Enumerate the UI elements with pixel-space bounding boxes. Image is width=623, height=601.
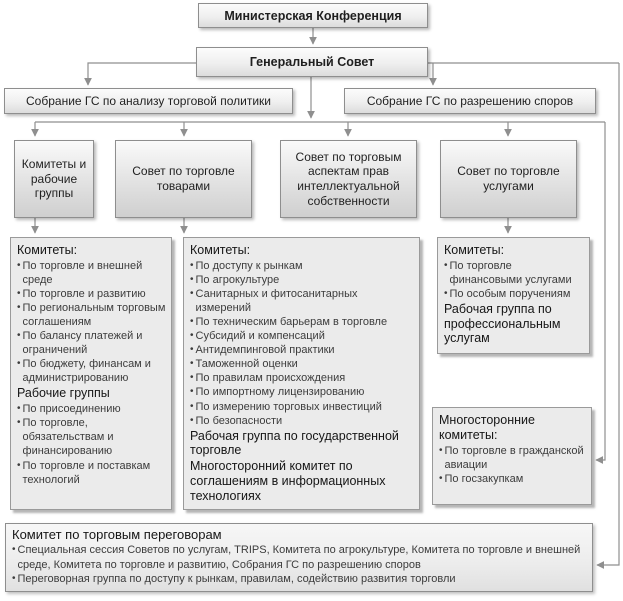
list-heading: Рабочая группа по государственной торгов… [190, 428, 399, 458]
list-heading: Комитеты: [444, 243, 505, 257]
list-item: •По импортному лицензированию [190, 386, 365, 399]
node-council-trips: Совет по торговым аспектам прав интеллек… [280, 140, 417, 218]
bullet-icon: • [17, 287, 21, 299]
bullet-icon: • [190, 330, 194, 342]
list-heading: Многосторонний комитет по соглашениям в … [190, 459, 386, 503]
bullet-icon: • [17, 330, 21, 342]
list-item: •По госзакупкам [439, 472, 524, 485]
bullet-icon: • [190, 287, 194, 299]
node-council-committees-working-groups: Комитеты и рабочие группы [14, 140, 94, 218]
bullet-icon: • [439, 472, 443, 484]
bullet-icon: • [12, 544, 16, 556]
list-item: •По балансу платежей и ограничений [17, 330, 143, 357]
list-services-committees: Комитеты: •По торговле финансовыми услуга… [437, 237, 590, 354]
list-item: •По торговле, обязательствам и финансиро… [17, 417, 114, 458]
list-item: •По агрокультуре [190, 273, 280, 286]
list-heading: Комитеты: [190, 243, 251, 257]
list-plurilateral-committees: Многосторонние комитеты:•По торговле в г… [432, 407, 592, 505]
list-item: •По правилам происхождения [190, 372, 346, 385]
bullet-icon: • [190, 358, 194, 370]
node-gc-meeting-trade-policy-review: Собрание ГС по анализу торговой политики [4, 88, 293, 114]
bullet-icon: • [17, 259, 21, 271]
node-ministerial-conference: Министерская Конференция [198, 3, 428, 28]
bullet-icon: • [12, 572, 16, 584]
list-item: •Санитарных и фитосанитарных измерений [190, 287, 358, 314]
node-gc-meeting-dispute-settlement: Собрание ГС по разрешению споров [344, 88, 596, 114]
list-item: •По безопасности [190, 414, 283, 427]
list-item: •Специальная сессия Советов по услугам, … [12, 544, 581, 571]
list-item: •Переговорная группа по доступу к рынкам… [12, 572, 456, 585]
bullet-icon: • [17, 403, 21, 415]
list-item: •По торговле и развитию [17, 287, 146, 300]
bullet-icon: • [190, 400, 194, 412]
list-heading: Рабочие группы [17, 386, 110, 401]
list-item: •По особым поручениям [444, 287, 571, 300]
bullet-icon: • [190, 414, 194, 426]
list-committees-and-working-groups: Комитеты:•По торговле и внешней среде•По… [10, 237, 172, 510]
list-item: •По региональным торговым соглашениям [17, 301, 166, 329]
node-general-council: Генеральный Совет [196, 47, 428, 77]
bullet-icon: • [17, 417, 21, 429]
bullet-icon: • [190, 372, 194, 384]
list-item: •По измерению торговых инвестиций [190, 400, 382, 413]
list-item: •По техническим барьерам в торговле [190, 316, 388, 329]
bullet-icon: • [444, 259, 448, 271]
list-item: •По торговле в гражданской авиации [439, 444, 584, 471]
list-item: •По торговле финансовыми услугами [444, 259, 572, 286]
list-item: •По торговле и внешней среде [17, 259, 143, 286]
list-item: •Антидемпинговой практики [190, 344, 335, 357]
list-heading: Рабочая группа по профессиональным услуг… [444, 301, 561, 346]
bullet-icon: • [439, 444, 443, 456]
bullet-icon: • [190, 259, 194, 271]
bullet-icon: • [190, 344, 194, 356]
list-goods-committees: Комитеты: •По доступу к рынкам•По агрокул… [183, 237, 420, 510]
list-item: •Субсидий и компенсаций [190, 330, 325, 343]
node-council-trade-in-services: Совет по торговле услугами [440, 140, 577, 218]
bullet-icon: • [190, 386, 194, 398]
list-item: •Таможенной оценки [190, 358, 298, 371]
bullet-icon: • [17, 301, 21, 313]
bullet-icon: • [17, 459, 21, 471]
list-item: •По присоединению [17, 403, 121, 416]
bullet-icon: • [190, 273, 194, 285]
node-council-trade-in-goods: Совет по торговле товарами [115, 140, 252, 218]
box-trade-negotiations-committee: Комитет по торговым переговорам •Специаль… [5, 523, 593, 592]
list-heading: Комитеты: [17, 243, 78, 257]
bullet-icon: • [444, 287, 448, 299]
bullet-icon: • [190, 316, 194, 328]
bullet-icon: • [17, 358, 21, 370]
list-heading: Многосторонние комитеты: [439, 413, 535, 442]
list-item: •По торговле и поставкам технологий [17, 459, 151, 486]
list-heading: Комитет по торговым переговорам [12, 527, 222, 542]
list-item: •По бюджету, финансам и администрировани… [17, 358, 151, 385]
list-item: •По доступу к рынкам [190, 259, 303, 272]
